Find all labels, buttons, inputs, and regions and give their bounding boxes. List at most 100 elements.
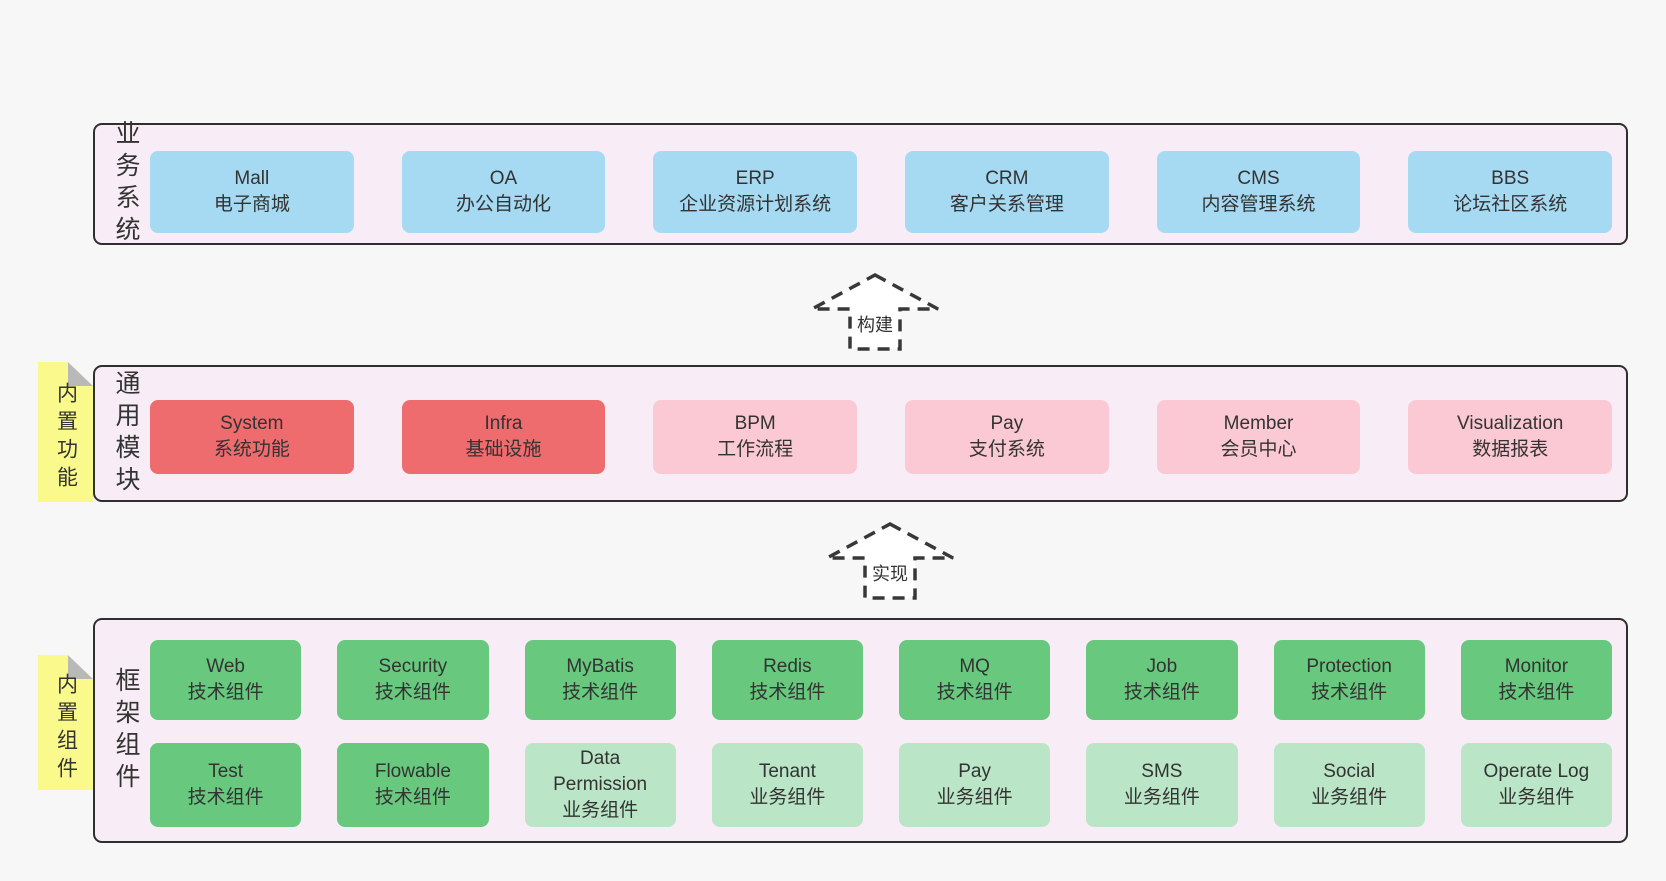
box-title: BBS: [1491, 168, 1530, 189]
box-subtitle: 基础设施: [465, 439, 542, 460]
box-title: Test: [208, 761, 244, 782]
box-cms: CMS 内容管理系统: [1156, 151, 1361, 233]
box-title: CMS: [1237, 168, 1280, 189]
box-infra: Infra 基础设施: [401, 400, 606, 474]
box-subtitle: 业务组件: [1498, 787, 1575, 808]
common-modules-row: System 系统功能 Infra 基础设施 BPM 工作流程 Pay 支付系统…: [150, 400, 1613, 474]
box-tenant: Tenant 业务组件: [711, 743, 863, 827]
box-subtitle: 技术组件: [1311, 682, 1388, 703]
box-subtitle: 业务组件: [1123, 787, 1200, 808]
box-title: Operate Log: [1483, 761, 1590, 782]
box-title: Redis: [763, 656, 812, 677]
build-arrow-label: 构建: [857, 315, 893, 335]
box-title: Tenant: [758, 761, 816, 782]
box-subtitle: 电子商城: [213, 194, 290, 215]
box-member: Member 会员中心: [1156, 400, 1361, 474]
block-arrow-up-icon: [826, 522, 954, 600]
box-subtitle: 业务组件: [562, 800, 639, 821]
box-visualization: Visualization 数据报表: [1408, 400, 1613, 474]
box-pay-biz: Pay 业务组件: [899, 743, 1051, 827]
box-system: System 系统功能: [150, 400, 354, 474]
box-pay: Pay 支付系统: [905, 400, 1109, 474]
box-subtitle: 业务组件: [749, 787, 826, 808]
box-subtitle: 技术组件: [1498, 682, 1575, 703]
box-bbs: BBS 论坛社区系统: [1408, 151, 1613, 233]
box-data-permission: Data Permission 业务组件: [524, 743, 676, 827]
box-subtitle: 技术组件: [374, 787, 451, 808]
box-bpm: BPM 工作流程: [653, 400, 858, 474]
box-protection: Protection 技术组件: [1273, 640, 1425, 720]
box-title: Web: [206, 656, 245, 677]
box-title: OA: [489, 168, 518, 189]
box-subtitle: 支付系统: [968, 439, 1045, 460]
builtin-components-note-label: 内置组件: [54, 672, 78, 785]
box-subtitle: 数据报表: [1472, 439, 1549, 460]
box-flowable: Flowable 技术组件: [337, 743, 489, 827]
framework-row-1: Web 技术组件 Security 技术组件 MyBatis 技术组件 Redi…: [150, 640, 1612, 720]
box-subtitle: 技术组件: [562, 682, 639, 703]
implement-arrow-label: 实现: [872, 564, 908, 584]
box-title: Pay: [958, 761, 991, 782]
box-title: ERP: [735, 168, 775, 189]
box-subtitle: 工作流程: [717, 439, 794, 460]
box-security: Security 技术组件: [337, 640, 489, 720]
box-title: SMS: [1141, 761, 1183, 782]
box-title: Monitor: [1504, 656, 1569, 677]
implement-arrow: 实现: [823, 521, 957, 601]
box-subtitle: 业务组件: [1311, 787, 1388, 808]
builtin-components-note: 内置组件: [38, 655, 93, 790]
box-title: Mall: [234, 168, 270, 189]
box-title: Social: [1323, 761, 1375, 782]
box-subtitle: 技术组件: [374, 682, 451, 703]
box-oa: OA 办公自动化: [401, 151, 606, 233]
box-operate-log: Operate Log 业务组件: [1460, 743, 1612, 827]
box-subtitle: 技术组件: [1123, 682, 1200, 703]
builtin-functions-note: 内置功能: [38, 362, 93, 502]
box-web: Web 技术组件: [150, 640, 302, 720]
box-title: MQ: [959, 656, 990, 677]
box-mybatis: MyBatis 技术组件: [524, 640, 676, 720]
box-subtitle: 论坛社区系统: [1453, 194, 1568, 215]
box-title: Protection: [1306, 656, 1392, 677]
box-title: Data Permission: [553, 748, 648, 795]
box-monitor: Monitor 技术组件: [1460, 640, 1612, 720]
common-modules-label: 通用模块: [112, 369, 140, 498]
framework-components-panel: 框架组件 Web 技术组件 Security 技术组件 MyBatis 技术组件…: [93, 618, 1628, 843]
business-systems-label: 业务系统: [112, 120, 140, 248]
box-title: Visualization: [1457, 413, 1564, 434]
box-title: Infra: [484, 413, 523, 434]
build-arrow: 构建: [808, 272, 942, 352]
block-arrow-up-icon: [811, 273, 939, 351]
box-subtitle: 办公自动化: [456, 194, 552, 215]
box-subtitle: 技术组件: [936, 682, 1013, 703]
box-title: CRM: [985, 168, 1029, 189]
box-title: BPM: [734, 413, 776, 434]
box-sms: SMS 业务组件: [1086, 743, 1238, 827]
box-subtitle: 企业资源计划系统: [679, 194, 832, 215]
common-modules-panel: 通用模块 System 系统功能 Infra 基础设施 BPM 工作流程 Pay…: [93, 365, 1628, 502]
box-subtitle: 会员中心: [1220, 439, 1297, 460]
box-title: Job: [1146, 656, 1178, 677]
box-title: Flowable: [374, 761, 451, 782]
box-mall: Mall 电子商城: [150, 151, 354, 233]
box-test: Test 技术组件: [150, 743, 302, 827]
builtin-functions-note-label: 内置功能: [54, 382, 78, 494]
box-job: Job 技术组件: [1086, 640, 1238, 720]
box-subtitle: 系统功能: [213, 439, 290, 460]
box-mq: MQ 技术组件: [899, 640, 1051, 720]
box-redis: Redis 技术组件: [711, 640, 863, 720]
box-title: Security: [378, 656, 448, 677]
box-subtitle: 技术组件: [749, 682, 826, 703]
box-title: System: [220, 413, 284, 434]
box-title: Pay: [990, 413, 1024, 434]
box-subtitle: 技术组件: [187, 787, 264, 808]
box-title: MyBatis: [566, 656, 634, 677]
business-systems-panel: 业务系统 Mall 电子商城 OA 办公自动化 ERP 企业资源计划系统 CRM…: [93, 120, 1628, 248]
box-erp: ERP 企业资源计划系统: [653, 151, 858, 233]
framework-components-label: 框架组件: [112, 666, 140, 795]
box-subtitle: 技术组件: [187, 682, 264, 703]
box-subtitle: 业务组件: [936, 787, 1013, 808]
business-systems-row: Mall 电子商城 OA 办公自动化 ERP 企业资源计划系统 CRM 客户关系…: [150, 151, 1613, 233]
box-subtitle: 客户关系管理: [949, 194, 1064, 215]
